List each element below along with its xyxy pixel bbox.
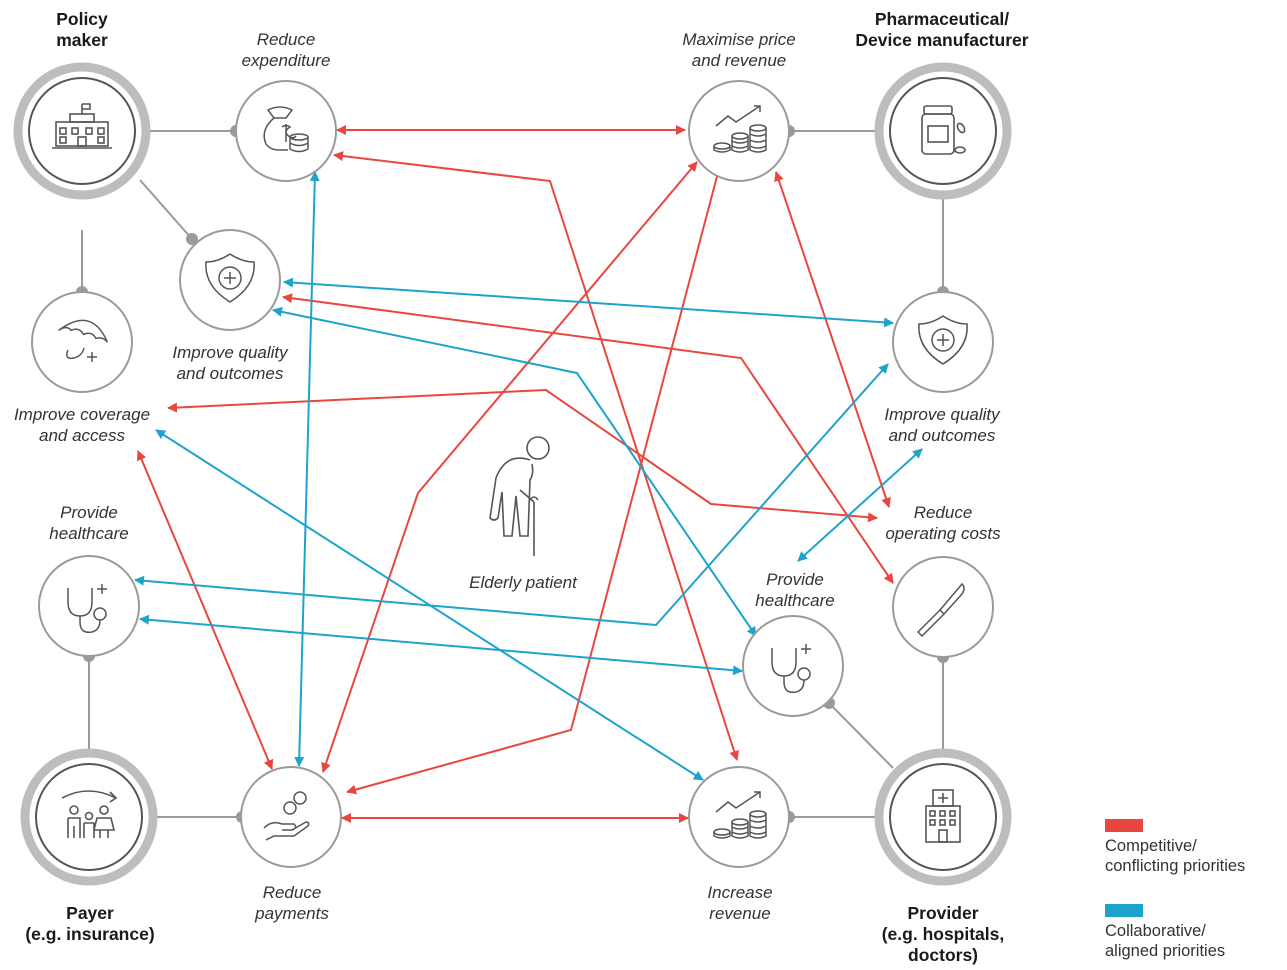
node-improve-coverage xyxy=(31,291,133,393)
arrow-price-payments-2 xyxy=(346,164,723,795)
arrow-coverage-operating xyxy=(167,388,878,523)
node-provider-healthcare xyxy=(742,615,844,717)
collaborative-arrows xyxy=(134,171,923,781)
scalpel-icon xyxy=(916,582,965,638)
stethoscope-icon-2 xyxy=(771,644,811,694)
connector-policy-quality xyxy=(139,179,193,240)
connector-provider-healthcare xyxy=(828,702,894,769)
arrow-expenditure-payments xyxy=(294,171,320,767)
arrow-price-operating xyxy=(774,171,891,508)
connection-dots xyxy=(76,125,949,823)
node-policy xyxy=(13,62,151,200)
connectors xyxy=(81,130,944,818)
arrow-quality-operating xyxy=(282,293,894,584)
legend-competitive-label: Competitive/conflicting priorities xyxy=(1105,837,1246,875)
arrow-healthcare-healthcare xyxy=(139,614,743,676)
node-operating-costs xyxy=(892,556,994,658)
coins-growth-icon xyxy=(713,105,767,153)
node-provider xyxy=(874,748,1012,886)
hospital-icon xyxy=(925,789,961,843)
legend-collaborative-label: Collaborative/aligned priorities xyxy=(1105,922,1226,960)
node-payer xyxy=(20,748,158,886)
legend-competitive-swatch xyxy=(1105,819,1143,832)
elderly-patient-icon xyxy=(489,436,550,556)
node-policy-quality xyxy=(179,229,281,331)
node-reduce-expenditure xyxy=(235,80,337,182)
shield-cross-icon-2 xyxy=(918,315,968,365)
stethoscope-icon xyxy=(67,584,107,634)
node-maximise-price xyxy=(688,80,790,182)
family-protection-icon xyxy=(61,790,118,838)
medicine-bottle-icon xyxy=(921,105,966,155)
money-bag-icon xyxy=(263,106,309,153)
node-pharma xyxy=(874,62,1012,200)
shield-cross-icon xyxy=(205,253,255,303)
arrow-healthcare-quality xyxy=(797,448,923,562)
hand-coins-icon xyxy=(263,791,310,841)
stakeholder-pharma-label: Pharmaceutical/Device manufacturer xyxy=(855,9,1029,50)
node-increase-revenue xyxy=(688,766,790,868)
node-reduce-payments xyxy=(240,766,342,868)
stakeholder-payer-label: Payer(e.g. insurance) xyxy=(25,903,155,944)
legend-collaborative-swatch xyxy=(1105,904,1143,917)
umbrella-icon xyxy=(58,319,109,362)
arrow-expenditure-revenue xyxy=(333,151,739,761)
arrow-quality-quality xyxy=(283,277,894,328)
government-building-icon xyxy=(52,103,112,149)
center-patient-label: Elderly patient xyxy=(469,573,577,592)
arrow-coverage-payments xyxy=(136,450,274,770)
node-payer-healthcare xyxy=(38,555,140,657)
node-pharma-quality xyxy=(892,291,994,393)
stakeholder-provider-label: Provider(e.g. hospitals,doctors) xyxy=(881,903,1005,965)
coins-growth-icon-2 xyxy=(713,791,767,839)
